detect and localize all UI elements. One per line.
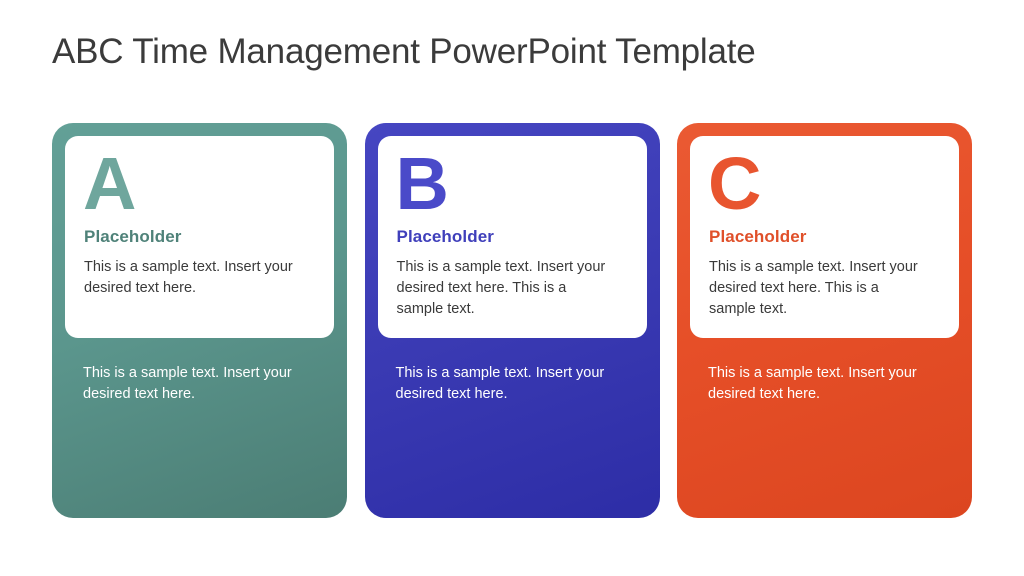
card-a[interactable]: A Placeholder This is a sample text. Ins… — [52, 123, 347, 518]
card-b[interactable]: B Placeholder This is a sample text. Ins… — [364, 123, 660, 518]
card-b-body: This is a sample text. Insert your desir… — [396, 258, 606, 317]
card-b-footer: This is a sample text. Insert your desir… — [395, 365, 605, 403]
card-c[interactable]: C Placeholder This is a sample text. Ins… — [677, 123, 972, 518]
card-c-panel: C Placeholder This is a sample text. Ins… — [690, 136, 959, 338]
card-c-heading: Placeholder — [709, 226, 807, 246]
card-a-letter: A — [83, 142, 136, 225]
card-a-panel: A Placeholder This is a sample text. Ins… — [65, 136, 334, 338]
card-c-footer: This is a sample text. Insert your desir… — [708, 365, 917, 403]
card-b-heading: Placeholder — [396, 226, 494, 246]
card-a-heading: Placeholder — [84, 226, 182, 246]
card-c-body: This is a sample text. Insert your desir… — [709, 258, 918, 317]
card-a-footer: This is a sample text. Insert your desir… — [83, 365, 292, 403]
cards-row: A Placeholder This is a sample text. Ins… — [52, 123, 972, 518]
card-c-letter: C — [708, 142, 761, 225]
card-b-letter: B — [395, 142, 449, 225]
card-b-panel: B Placeholder This is a sample text. Ins… — [377, 136, 647, 338]
card-a-body: This is a sample text. Insert your desir… — [84, 258, 293, 296]
page-title: ABC Time Management PowerPoint Template — [52, 32, 756, 71]
